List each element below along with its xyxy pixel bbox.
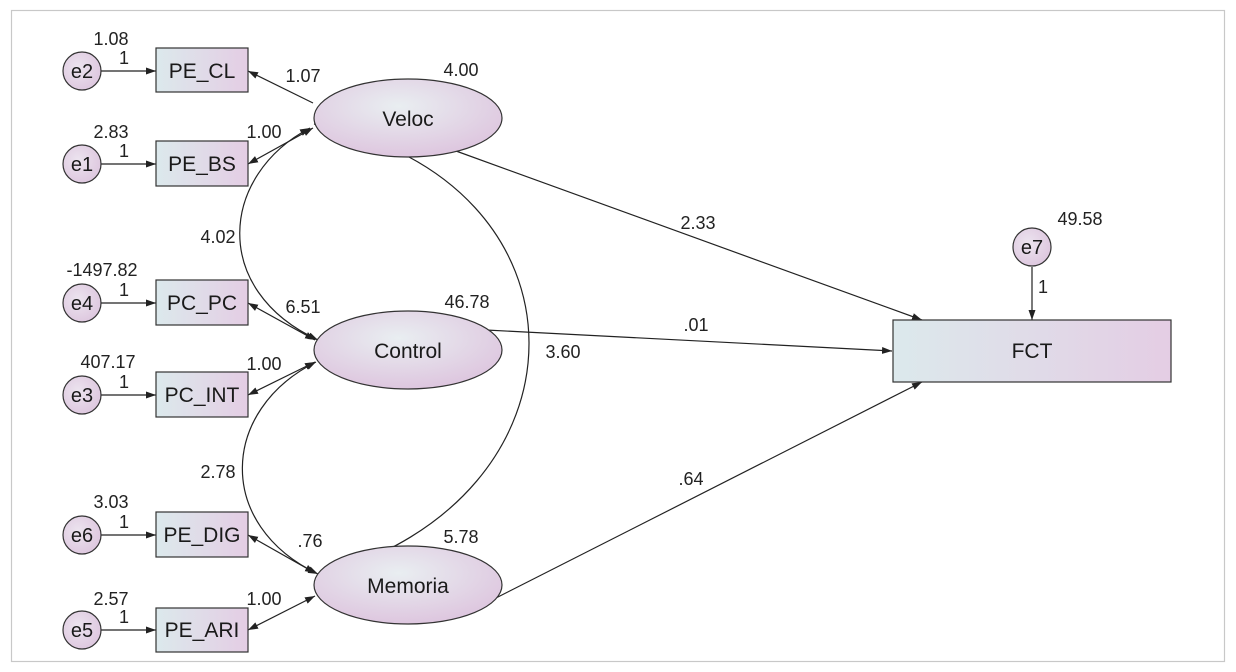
path-value-control-fct: .01 (683, 315, 708, 335)
variance-e5: 2.57 (93, 589, 128, 609)
covariance-value-control-memoria: 2.78 (200, 462, 235, 482)
indicator-label-pe-cl: PE_CL (169, 60, 236, 83)
path-weight-e1: 1 (119, 141, 129, 161)
error-node-e7[interactable]: e7 (1012, 227, 1052, 267)
variance-veloc: 4.00 (443, 60, 478, 80)
loading-control-pc-int (247, 361, 316, 396)
covariance-veloc-control (239, 127, 319, 341)
error-label-e4: e4 (71, 293, 93, 315)
latent-label-veloc: Veloc (382, 108, 433, 131)
error-label-e1: e1 (71, 154, 93, 176)
loading-value-veloc-pe-cl: 1.07 (285, 66, 320, 86)
error-label-e3: e3 (71, 385, 93, 407)
path-value-memoria-fct: .64 (678, 469, 703, 489)
error-node-e3[interactable]: e3 (62, 375, 102, 415)
indicator-box-pe-bs[interactable]: PE_BS (155, 140, 249, 187)
indicator-box-pc-pc[interactable]: PC_PC (155, 279, 249, 326)
path-weight-e7: 1 (1038, 277, 1048, 297)
path-weight-e3: 1 (119, 372, 129, 392)
indicator-label-pe-dig: PE_DIG (163, 524, 240, 547)
error-node-e5[interactable]: e5 (62, 610, 102, 650)
path-memoria-fct (491, 381, 923, 601)
indicator-box-pe-ari[interactable]: PE_ARI (155, 607, 249, 653)
error-node-e4[interactable]: e4 (62, 283, 102, 323)
indicator-box-pe-cl[interactable]: PE_CL (155, 47, 249, 93)
variance-e6: 3.03 (93, 492, 128, 512)
variance-e7: 49.58 (1057, 209, 1102, 229)
path-weight-e5: 1 (119, 607, 129, 627)
path-weight-e2: 1 (119, 48, 129, 68)
indicator-label-pc-pc: PC_PC (167, 292, 237, 315)
outcome-box-fct[interactable]: FCT (892, 319, 1172, 383)
variance-control: 46.78 (444, 292, 489, 312)
error-label-e5: e5 (71, 620, 93, 642)
indicator-label-pc-int: PC_INT (165, 384, 240, 407)
loading-value-control-pc-pc: 6.51 (285, 297, 320, 317)
error-node-e1[interactable]: e1 (62, 144, 102, 184)
loading-memoria-pe-ari (247, 595, 316, 631)
latent-label-control: Control (374, 340, 442, 363)
variance-memoria: 5.78 (443, 527, 478, 547)
path-control-fct (485, 329, 893, 354)
covariance-veloc-memoria (313, 122, 530, 577)
error-node-e2[interactable]: e2 (62, 51, 102, 91)
error-label-e7: e7 (1021, 237, 1043, 259)
path-weight-e6: 1 (119, 512, 129, 532)
loading-veloc-pe-cl (247, 70, 314, 104)
loading-value-control-pc-int: 1.00 (246, 354, 281, 374)
latent-label-memoria: Memoria (367, 575, 449, 598)
variance-e1: 2.83 (93, 122, 128, 142)
latent-node-control[interactable]: Control (313, 310, 503, 390)
variance-e3: 407.17 (80, 352, 135, 372)
loading-value-veloc-pe-bs: 1.00 (246, 122, 281, 142)
path-value-veloc-fct: 2.33 (680, 213, 715, 233)
latent-node-memoria[interactable]: Memoria (313, 545, 503, 625)
path-veloc-fct (455, 150, 923, 321)
latent-node-veloc[interactable]: Veloc (313, 78, 503, 158)
indicator-label-pe-bs: PE_BS (168, 153, 236, 176)
error-node-e6[interactable]: e6 (62, 515, 102, 555)
error-label-e6: e6 (71, 525, 93, 547)
variance-e2: 1.08 (93, 29, 128, 49)
covariance-value-veloc-control: 4.02 (200, 227, 235, 247)
indicator-box-pc-int[interactable]: PC_INT (155, 371, 249, 418)
indicator-box-pe-dig[interactable]: PE_DIG (155, 511, 249, 558)
indicator-label-pe-ari: PE_ARI (165, 619, 240, 642)
error-label-e2: e2 (71, 61, 93, 83)
loading-value-memoria-pe-ari: 1.00 (246, 589, 281, 609)
covariance-value-veloc-memoria: 3.60 (545, 342, 580, 362)
path-weight-e4: 1 (119, 280, 129, 300)
outcome-label-fct: FCT (1012, 340, 1053, 363)
loading-value-memoria-pe-dig: .76 (297, 531, 322, 551)
covariance-control-memoria (241, 361, 319, 575)
variance-e4: -1497.82 (66, 260, 137, 280)
